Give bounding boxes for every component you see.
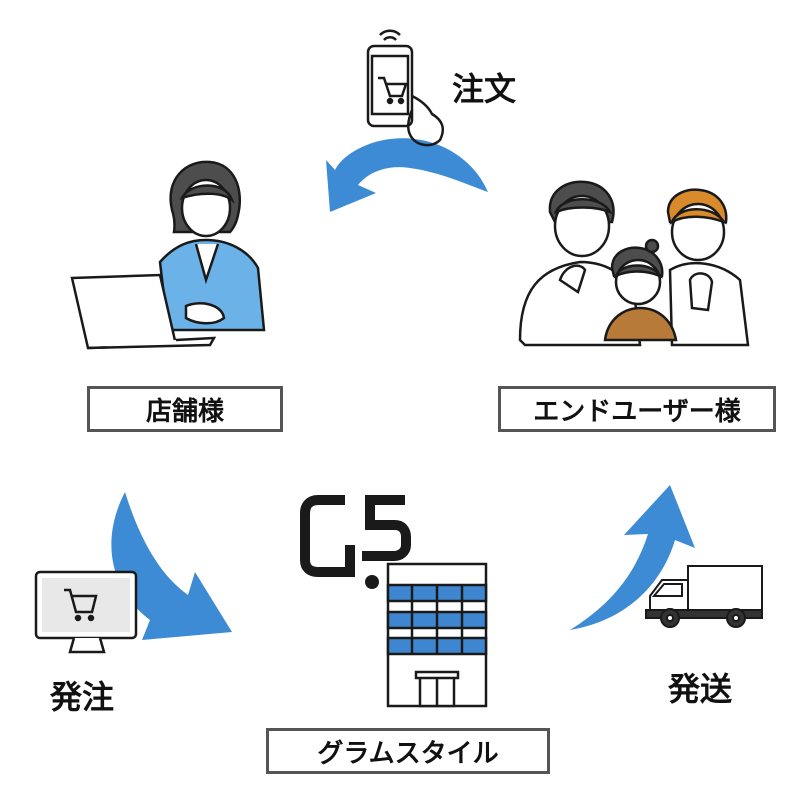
delivery-truck-icon	[645, 565, 763, 628]
shipping-label: 発送	[668, 670, 733, 708]
arrow-purchase-order	[111, 492, 232, 640]
arrow-shipping	[570, 485, 695, 630]
woman-laptop-illustration	[70, 160, 266, 350]
monitor-cart-icon	[34, 570, 138, 654]
arrow-order	[326, 138, 488, 212]
smartphone-cart-icon	[366, 29, 444, 147]
end-user-label: エンドユーザー様	[498, 386, 776, 432]
purchase-order-label: 発注	[50, 678, 115, 716]
gs-logo-icon	[300, 495, 411, 589]
family-illustration	[518, 180, 750, 347]
order-label: 注文	[452, 70, 517, 108]
store-label: 店舗様	[87, 386, 283, 432]
company-label: グラムスタイル	[266, 728, 550, 774]
office-building-icon	[386, 562, 488, 708]
